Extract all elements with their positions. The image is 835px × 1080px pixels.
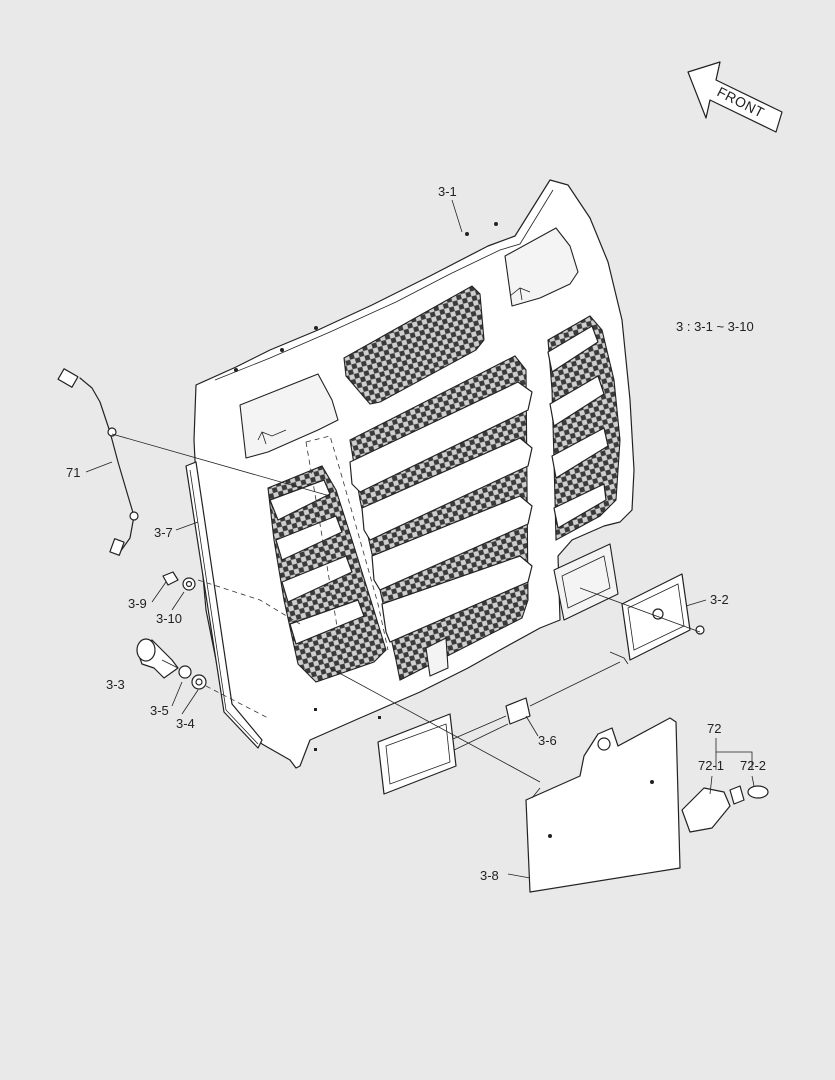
callout-72-2: 72-2 [740,758,766,773]
small-bolt-washer [162,571,196,591]
callout-3-1: 3-1 [438,184,457,199]
license-plate-bracket [525,717,681,893]
callout-3-9: 3-9 [128,596,147,611]
callout-3-8: 3-8 [480,868,499,883]
side-seal-strip [185,461,263,749]
assembly-dashed-lines [197,435,389,719]
callout-71: 71 [66,465,80,480]
leader-lines [85,199,755,879]
callout-3-2: 3-2 [710,592,729,607]
callout-3-7: 3-7 [154,525,173,540]
callout-72: 72 [707,721,721,736]
callout-72-1: 72-1 [698,758,724,773]
callout-3-4: 3-4 [176,716,195,731]
stud-nut-washer [136,638,207,690]
callout-labels: 3-1 3-2 3-3 3-4 3-5 3-6 3-7 3-8 3-9 3-10… [66,184,766,883]
grille-frame [193,179,635,769]
connector-block [445,661,621,753]
assembly-note: 3 : 3-1 ~ 3-10 [676,319,754,334]
front-arrow-icon: FRONT [687,61,783,133]
wire-harness [57,368,139,556]
lamp-bracket [609,573,705,665]
callout-3-10: 3-10 [156,611,182,626]
callout-3-3: 3-3 [106,677,125,692]
callout-3-5: 3-5 [150,703,169,718]
license-lamp [681,785,769,833]
callout-3-6: 3-6 [538,733,557,748]
lamp-housing [377,713,457,795]
